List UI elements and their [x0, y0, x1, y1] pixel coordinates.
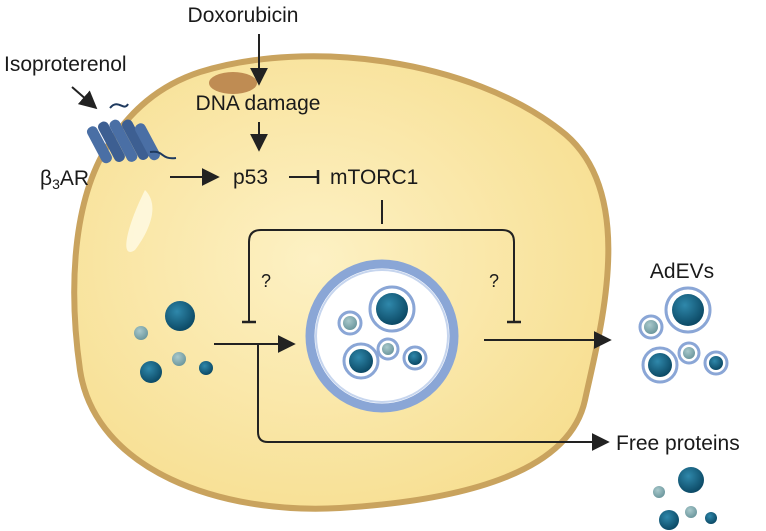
beta3-receptor-icon — [86, 103, 177, 164]
label-question-right: ? — [489, 271, 499, 291]
label-adevs: AdEVs — [650, 260, 714, 283]
label-isoproterenol: Isoproterenol — [4, 53, 127, 76]
adevs-cluster — [638, 286, 729, 384]
inhibit-mtorc1-bracket — [242, 200, 521, 324]
label-p53: p53 — [233, 166, 268, 189]
arrow-iso-to-receptor — [71, 86, 98, 110]
cell-highlight — [126, 190, 153, 252]
label-question-left: ? — [261, 271, 271, 291]
label-mtorc1: mTORC1 — [330, 166, 418, 189]
label-free-proteins: Free proteins — [616, 432, 740, 455]
cytoplasm-proteins — [134, 301, 213, 383]
nucleus-icon — [209, 72, 257, 94]
multivesicular-body — [305, 259, 459, 413]
label-beta3ar: β3AR — [40, 167, 89, 192]
label-dna-damage: DNA damage — [196, 92, 321, 115]
inhibit-p53-mtorc1 — [289, 170, 320, 184]
label-doxorubicin: Doxorubicin — [188, 4, 299, 27]
arrow-to-free-proteins — [257, 344, 610, 451]
free-proteins-cluster — [653, 467, 717, 530]
